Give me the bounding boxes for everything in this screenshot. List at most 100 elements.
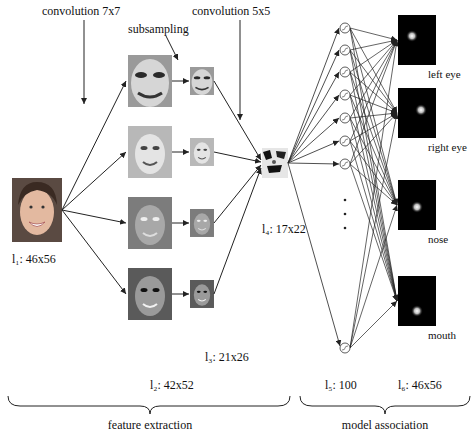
node-label: right eye <box>428 140 467 154</box>
neuron <box>340 113 350 123</box>
neuron <box>340 23 350 33</box>
neuron <box>340 159 350 169</box>
map-blotch <box>263 150 272 160</box>
weight-line <box>288 118 339 163</box>
feature-map <box>128 268 172 320</box>
output-map-image <box>398 180 436 230</box>
sigmoid-symbol <box>342 346 348 350</box>
map-blotch <box>272 160 276 164</box>
output-connections <box>350 28 397 348</box>
weight-line <box>288 141 339 163</box>
neuron <box>340 67 350 77</box>
sigmoid-symbol <box>342 162 348 166</box>
feature-map <box>128 55 172 107</box>
ellipsis-dots <box>344 199 347 230</box>
weight-line <box>350 28 397 205</box>
weight-line <box>350 113 397 141</box>
weight-line <box>288 28 339 163</box>
weight-line <box>350 40 397 141</box>
node-label: mouth <box>428 328 456 342</box>
flow-arrow <box>214 81 261 160</box>
feature-map <box>128 197 172 249</box>
section-label: feature extraction <box>108 418 192 432</box>
flow-arrow <box>62 81 126 210</box>
subsampled-map <box>190 280 214 308</box>
weight-line <box>288 95 339 163</box>
sigmoid-symbol <box>342 139 348 143</box>
weight-line <box>350 164 397 301</box>
neuron <box>340 343 350 353</box>
heat-spot <box>415 104 427 116</box>
sigmoid-symbol <box>342 93 348 97</box>
node-label: nose <box>428 232 448 246</box>
weight-line <box>350 205 397 348</box>
input-face-image <box>12 178 62 242</box>
pointer-arrow <box>84 20 85 104</box>
brace <box>8 396 290 414</box>
weight-line <box>350 28 397 301</box>
flow-arrow <box>172 223 189 224</box>
subsampled-map <box>190 67 214 95</box>
neuron-column <box>340 23 350 353</box>
operation-label: convolution 7x7 <box>42 4 120 18</box>
node-label: l₁: 46x56 <box>12 252 56 266</box>
weight-line <box>288 72 339 163</box>
weight-line <box>350 40 397 118</box>
neuron <box>340 90 350 100</box>
dot <box>344 213 347 216</box>
output-map: nose <box>398 180 436 230</box>
weight-line <box>350 95 397 113</box>
hair <box>18 182 57 205</box>
flow-arrow <box>172 81 189 82</box>
eye <box>29 205 32 208</box>
feature-map <box>128 126 172 178</box>
layer-label: l₃: 21x26 <box>205 350 249 364</box>
node-label: left eye <box>428 67 461 81</box>
flow-arrow <box>62 210 126 294</box>
map-background <box>262 148 288 178</box>
map-blotch <box>267 165 282 173</box>
pointer-arrow <box>166 36 178 60</box>
subsampled-map <box>190 209 214 237</box>
subsampled-map <box>190 138 214 166</box>
flow-arrow <box>62 152 126 210</box>
flow-arrow <box>62 210 126 223</box>
mouth <box>29 222 45 227</box>
weight-line <box>288 163 340 346</box>
eye <box>41 205 44 208</box>
layer-label: l₅: 100 <box>325 378 357 392</box>
weight-line <box>350 113 397 164</box>
dot <box>344 227 347 230</box>
layer-label: l₂: 42x52 <box>150 378 194 392</box>
output-map-image <box>398 276 436 326</box>
flow-arrow <box>214 152 261 162</box>
layer-label: l₄: 17x22 <box>262 222 306 236</box>
weight-line <box>288 163 339 164</box>
pointer-arrow <box>240 20 241 120</box>
neuron <box>340 45 350 55</box>
weight-line <box>350 28 397 40</box>
input-connections <box>288 28 340 346</box>
input-image: l₁: 46x56 <box>12 178 62 242</box>
operation-label: convolution 5x5 <box>192 4 270 18</box>
activation-symbols <box>342 26 348 350</box>
dot <box>344 199 347 202</box>
weight-line <box>350 40 397 164</box>
weight-line <box>350 301 397 348</box>
image-background <box>12 178 62 242</box>
output-map: mouth <box>398 276 436 326</box>
weight-line <box>350 40 397 348</box>
sigmoid-symbol <box>342 116 348 120</box>
output-map: left eye <box>398 15 436 65</box>
braces <box>8 396 470 414</box>
sigmoid-symbol <box>342 26 348 30</box>
flow-arrow <box>214 165 261 223</box>
layer-label: l₆: 46x56 <box>398 378 442 392</box>
output-map-image <box>398 88 436 138</box>
combined-map <box>262 148 288 178</box>
map-blotch <box>276 151 286 159</box>
flow-arrow <box>214 168 261 294</box>
flow-arrow <box>172 152 189 153</box>
